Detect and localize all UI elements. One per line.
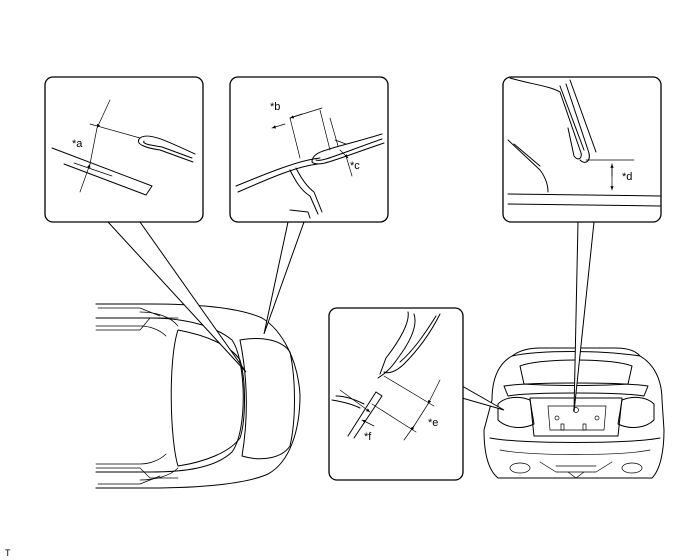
callout-label-d: *d [622, 171, 632, 183]
callout-label-c: *c [350, 160, 360, 172]
leader-wedge-ef [461, 385, 505, 411]
car-rear-view [483, 347, 665, 479]
leader-wedge-a [106, 221, 247, 373]
detail-box-a [44, 76, 204, 223]
callout-label-a: *a [72, 138, 83, 150]
detail-box-bc [229, 76, 389, 223]
car-top-view [95, 303, 301, 489]
detail-box-d [502, 76, 662, 223]
leader-wedge-bc [263, 221, 305, 335]
callout-label-e: *e [428, 417, 438, 429]
detail-box-ef [328, 307, 464, 481]
callout-label-f: *f [364, 431, 372, 443]
callout-label-b: *b [270, 101, 280, 113]
illustration-code: T [5, 548, 11, 558]
